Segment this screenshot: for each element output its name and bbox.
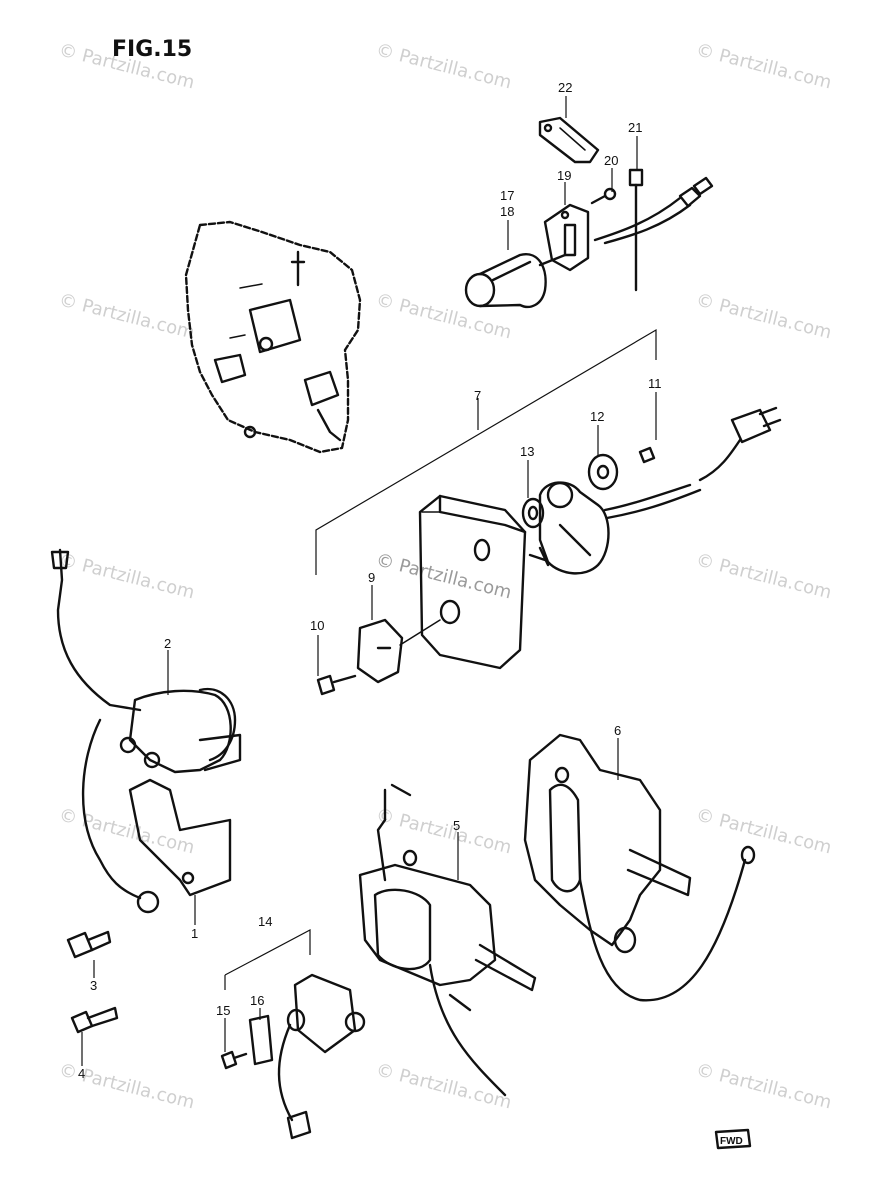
bolt-3	[66, 930, 112, 959]
screw-11	[638, 446, 656, 464]
watermark: © Partzilla.com	[694, 39, 834, 93]
fwd-label: FWD	[720, 1136, 743, 1147]
solenoid-5	[358, 783, 537, 1097]
ignition-box	[418, 494, 527, 670]
bracket-22	[538, 116, 600, 164]
callout-15: 15	[216, 1003, 230, 1018]
callout-9: 9	[368, 570, 375, 585]
callout-20: 20	[604, 153, 618, 168]
bracket-1	[128, 778, 232, 897]
fwd-tag: FWD	[714, 1128, 752, 1150]
callout-leaders	[81, 96, 657, 1066]
watermark: © Partzilla.com	[694, 549, 834, 603]
callout-7: 7	[474, 388, 481, 403]
callout-4: 4	[78, 1066, 85, 1081]
callout-11: 11	[648, 376, 662, 391]
callout-5: 5	[453, 818, 460, 833]
callout-2: 2	[164, 636, 171, 651]
engine-block-reference	[184, 220, 362, 454]
callout-18: 18	[500, 204, 514, 219]
watermark: © Partzilla.com	[374, 1059, 514, 1113]
relay-2	[50, 548, 242, 914]
switch-17-18	[464, 253, 567, 309]
screw-20	[590, 187, 617, 205]
wire-connector-top	[593, 176, 714, 245]
bolt-4	[70, 1006, 119, 1034]
coupler-9	[356, 618, 441, 684]
watermark-layer: © Partzilla.com © Partzilla.com © Partzi…	[57, 39, 834, 1113]
callout-14: 14	[258, 914, 272, 929]
callout-21: 21	[628, 120, 642, 135]
figure-title: FIG.15	[112, 37, 192, 62]
washer-12	[587, 453, 619, 491]
watermark: © Partzilla.com	[694, 804, 834, 858]
assembly-bracket-14	[224, 929, 311, 990]
watermark: © Partzilla.com	[694, 289, 834, 343]
washer-13	[521, 497, 545, 529]
unit-14	[277, 973, 366, 1140]
callout-6: 6	[614, 723, 621, 738]
solenoid-6	[523, 733, 756, 1002]
callout-22: 22	[558, 80, 572, 95]
watermark: © Partzilla.com	[374, 549, 514, 603]
callout-1: 1	[191, 926, 198, 941]
watermark: © Partzilla.com	[694, 1059, 834, 1113]
callout-17: 17	[500, 188, 514, 203]
callout-19: 19	[557, 168, 571, 183]
clamp-21	[628, 168, 644, 292]
callout-labels: 22 21 20 19 17 18 11 7 12 13 9 10 2 6 5 …	[78, 80, 662, 1081]
callout-13: 13	[520, 444, 534, 459]
coupler-16	[248, 1014, 274, 1066]
callout-10: 10	[310, 618, 324, 633]
callout-12: 12	[590, 409, 604, 424]
assembly-bracket-7	[315, 328, 657, 575]
watermark: © Partzilla.com	[374, 804, 514, 858]
screw-15	[220, 1050, 248, 1070]
screw-10	[316, 674, 357, 696]
callout-16: 16	[250, 993, 264, 1008]
watermark: © Partzilla.com	[57, 549, 197, 603]
watermark: © Partzilla.com	[374, 39, 514, 93]
callout-3: 3	[90, 978, 97, 993]
watermark: © Partzilla.com	[57, 289, 197, 343]
sensor-unit	[528, 406, 782, 575]
